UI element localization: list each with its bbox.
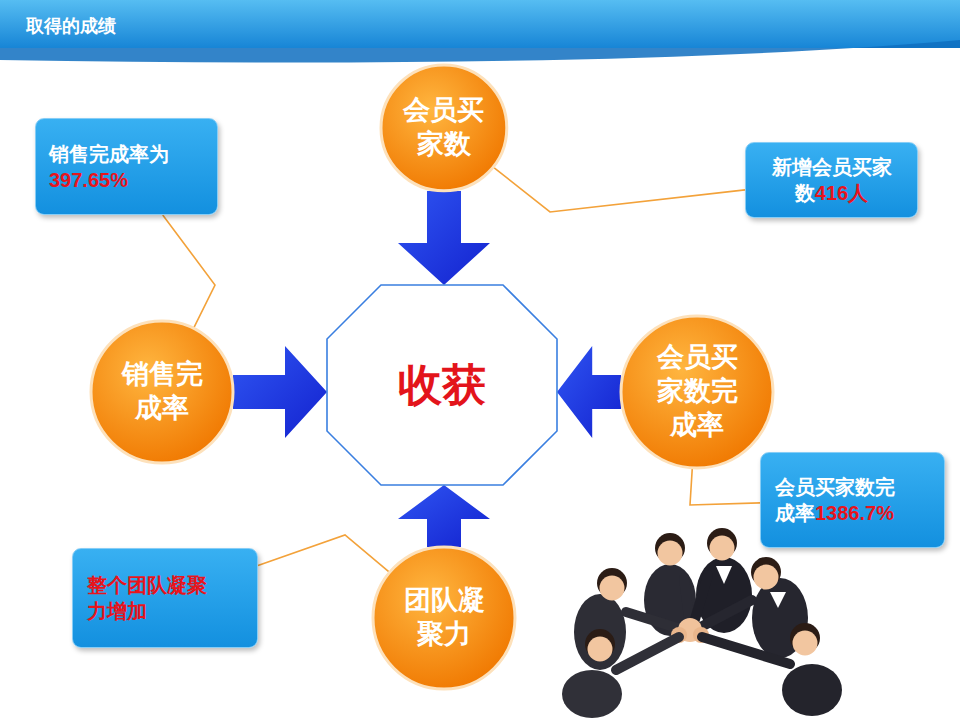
- circle-fill: [621, 316, 773, 468]
- node-text: 416人: [815, 182, 868, 204]
- circle-outline: [379, 63, 509, 193]
- callout-box: 销售完成率为 397.65%: [35, 118, 218, 215]
- person-arm: [693, 575, 708, 626]
- node-text: 团队凝聚力: [404, 585, 485, 649]
- person-face: [658, 541, 683, 566]
- node-text: 整个团队凝聚力增加: [87, 574, 207, 622]
- node-text: 销售完成率: [122, 359, 203, 423]
- orange-circle: 销售完成率: [89, 319, 235, 465]
- person-shirt: [716, 566, 732, 584]
- person-body: [782, 664, 842, 716]
- text-block: 会员买家数完成率: [652, 341, 741, 442]
- text-block: 收获: [398, 359, 486, 412]
- circle-fill: [373, 547, 515, 689]
- circle-fill: [381, 65, 507, 191]
- callout-box: 整个团队凝聚力增加: [72, 548, 258, 648]
- person-face: [710, 536, 735, 561]
- block-arrow: [233, 346, 327, 438]
- person-face: [793, 631, 818, 656]
- circle-outline: [89, 319, 235, 465]
- person-body: [562, 670, 622, 718]
- header-wave: [0, 40, 960, 63]
- node-text: 1386.7%: [815, 502, 894, 524]
- circle-fill: [91, 321, 233, 463]
- octagon-line: [327, 285, 557, 485]
- leader-line: [690, 468, 760, 505]
- header-band: [0, 0, 960, 48]
- text-block: 销售完成率: [117, 358, 206, 426]
- orange-circle: 团队凝聚力: [371, 545, 517, 691]
- node-text: 会员买家数: [403, 95, 484, 159]
- slide-title: 取得的成绩: [26, 14, 116, 38]
- text-block: 团队凝聚力: [399, 584, 488, 652]
- person-arm: [616, 637, 679, 670]
- person-shirt: [770, 592, 786, 608]
- text-block: 整个团队凝聚力增加: [87, 572, 217, 624]
- person-face: [600, 576, 625, 601]
- leader-line: [163, 215, 215, 328]
- text-block: 新增会员买家数416人: [764, 154, 899, 206]
- leader-line: [258, 535, 390, 572]
- node-text: 收获: [398, 360, 486, 409]
- person-face: [754, 565, 779, 590]
- orange-circle: 会员买家数: [379, 63, 509, 193]
- block-arrow: [557, 346, 621, 438]
- text-block: 会员买家数完成率1386.7%: [775, 474, 904, 526]
- person-arm: [702, 637, 790, 664]
- team-photo: [562, 528, 842, 718]
- person-arm: [626, 612, 684, 630]
- block-arrow: [398, 191, 490, 285]
- orange-circle: 会员买家数完成率: [619, 314, 775, 470]
- node-text: 会员买家数完成率: [657, 342, 738, 440]
- node-text: 销售完成率为: [49, 143, 169, 165]
- center-octagon: 收获: [327, 285, 557, 485]
- node-text: 397.65%: [49, 169, 128, 191]
- person-body: [574, 594, 626, 670]
- block-arrow: [398, 485, 490, 547]
- text-block: 销售完成率为 397.65%: [49, 141, 177, 193]
- callout-box: 会员买家数完成率1386.7%: [760, 452, 945, 548]
- circle-outline: [371, 545, 517, 691]
- callout-box: 新增会员买家数416人: [745, 142, 918, 218]
- text-block: 会员买家数: [399, 94, 488, 162]
- person-face: [588, 637, 613, 662]
- leader-line: [493, 167, 745, 212]
- person-arm: [697, 600, 752, 629]
